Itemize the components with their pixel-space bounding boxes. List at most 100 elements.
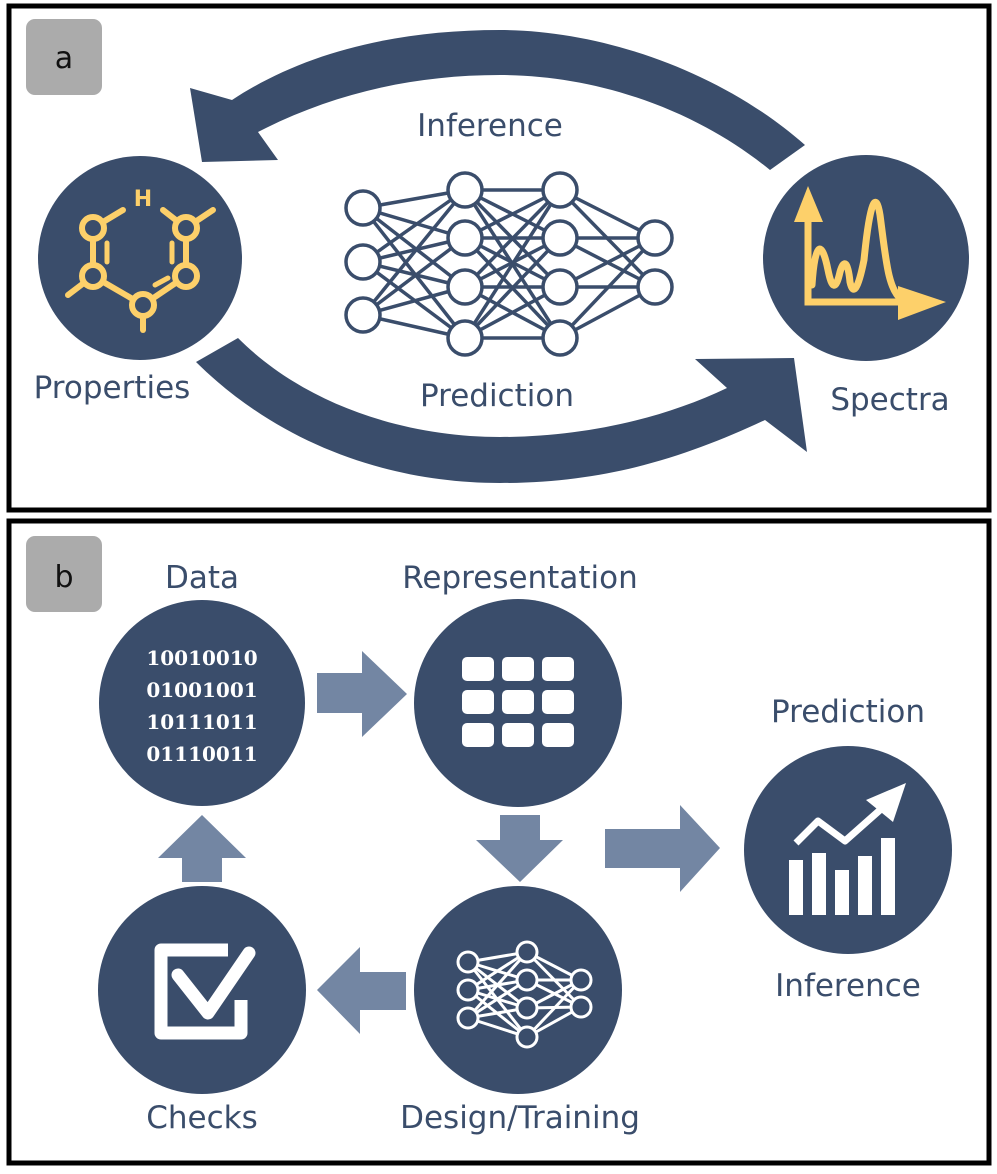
network-edge <box>361 188 467 317</box>
chart-bar <box>812 853 826 915</box>
network-node <box>541 219 579 257</box>
design-training-node <box>414 886 622 1094</box>
checkbox-icon <box>154 943 256 1040</box>
network-node <box>515 996 539 1020</box>
network-node <box>569 968 593 992</box>
network-node <box>456 978 480 1002</box>
binary-line: 10111011 <box>146 710 257 734</box>
binary-line: 01110011 <box>146 742 257 766</box>
check-mark-icon <box>171 946 256 1020</box>
network-edge <box>558 236 657 340</box>
grid-cell <box>502 657 534 681</box>
grid-cell <box>502 690 534 714</box>
chart-bar <box>858 856 872 915</box>
network-edge <box>463 188 562 289</box>
atom <box>172 262 200 290</box>
panel-b-letter: b <box>54 560 73 595</box>
network-edge <box>361 206 467 289</box>
grid-cell <box>542 657 574 681</box>
panel-a-letter: a <box>55 41 73 76</box>
atom <box>79 214 107 242</box>
chart-bar <box>835 870 849 915</box>
checks-node <box>98 886 306 1094</box>
prediction-node-label: Prediction <box>771 694 925 730</box>
binary-data-icon: 10010010 01001001 10111011 01110011 <box>146 646 257 766</box>
grid-cell <box>542 723 574 747</box>
network-edge <box>467 950 528 992</box>
properties-label: Properties <box>34 370 191 406</box>
network-edge <box>361 236 467 317</box>
inference-node-label: Inference <box>775 968 921 1004</box>
network-node <box>636 219 674 257</box>
representation-label: Representation <box>402 560 637 596</box>
network-edge <box>463 236 562 340</box>
checks-label: Checks <box>146 1100 258 1136</box>
network-edge <box>466 951 529 1019</box>
network-node <box>456 1006 480 1030</box>
network-node <box>446 319 484 357</box>
network-node <box>344 296 382 334</box>
network-edge <box>467 978 528 1020</box>
prediction-label: Prediction <box>420 378 574 414</box>
network-node <box>515 940 539 964</box>
network-node <box>541 171 579 209</box>
prediction-arrow <box>196 338 807 483</box>
network-node <box>344 189 382 227</box>
network-node <box>344 243 382 281</box>
binary-line: 10010010 <box>146 646 257 670</box>
spectrum-plot-icon <box>794 186 946 320</box>
network-node <box>515 968 539 992</box>
grid-cell <box>462 723 494 747</box>
design-training-label: Design/Training <box>400 1100 640 1136</box>
network-edge <box>361 188 467 264</box>
chart-bar <box>881 838 895 915</box>
spectrum-axes <box>804 200 905 306</box>
arrow-design-to-checks <box>317 947 406 1034</box>
spectrum-curve <box>808 198 906 304</box>
network-node <box>515 1025 539 1049</box>
atom <box>172 214 200 242</box>
network-node <box>456 950 480 974</box>
data-label: Data <box>165 560 239 596</box>
grid-cell <box>502 723 534 747</box>
grid-cell <box>462 657 494 681</box>
grid-cell <box>462 690 494 714</box>
network-node <box>541 319 579 357</box>
grid-cell <box>542 690 574 714</box>
panel-b-tag <box>26 536 102 612</box>
spectra-label: Spectra <box>830 382 949 418</box>
network-node <box>446 268 484 306</box>
arrow-representation-to-design <box>476 815 563 882</box>
neural-network-icon <box>456 940 593 1049</box>
chart-bar <box>789 860 803 915</box>
network-node <box>541 268 579 306</box>
network-node <box>569 995 593 1019</box>
trending-chart-icon <box>789 783 906 915</box>
properties-node <box>38 156 242 360</box>
trend-line <box>793 807 883 846</box>
panel-a-tag <box>26 19 102 95</box>
neural-network-icon <box>344 171 674 357</box>
arrow-data-to-representation <box>317 651 407 737</box>
trend-arrowhead <box>866 783 906 822</box>
network-edge <box>463 189 562 339</box>
molecule-icon <box>65 207 216 333</box>
network-node <box>446 171 484 209</box>
hydrogen-atom-label: H <box>134 187 152 212</box>
double-bond <box>152 275 171 288</box>
x-axis-arrowhead <box>898 286 946 320</box>
data-node <box>99 600 305 806</box>
grid-icon <box>462 657 574 747</box>
network-node <box>636 268 674 306</box>
network-edge <box>525 978 583 1039</box>
prediction-node <box>744 746 952 954</box>
network-node <box>446 219 484 257</box>
arrow-to-prediction <box>605 805 720 892</box>
checkbox-frame <box>154 943 248 1040</box>
y-axis-arrowhead <box>794 186 823 222</box>
binary-line: 01001001 <box>146 678 257 702</box>
atom <box>79 262 107 290</box>
atom <box>129 291 157 319</box>
arrow-checks-to-data <box>158 815 246 882</box>
